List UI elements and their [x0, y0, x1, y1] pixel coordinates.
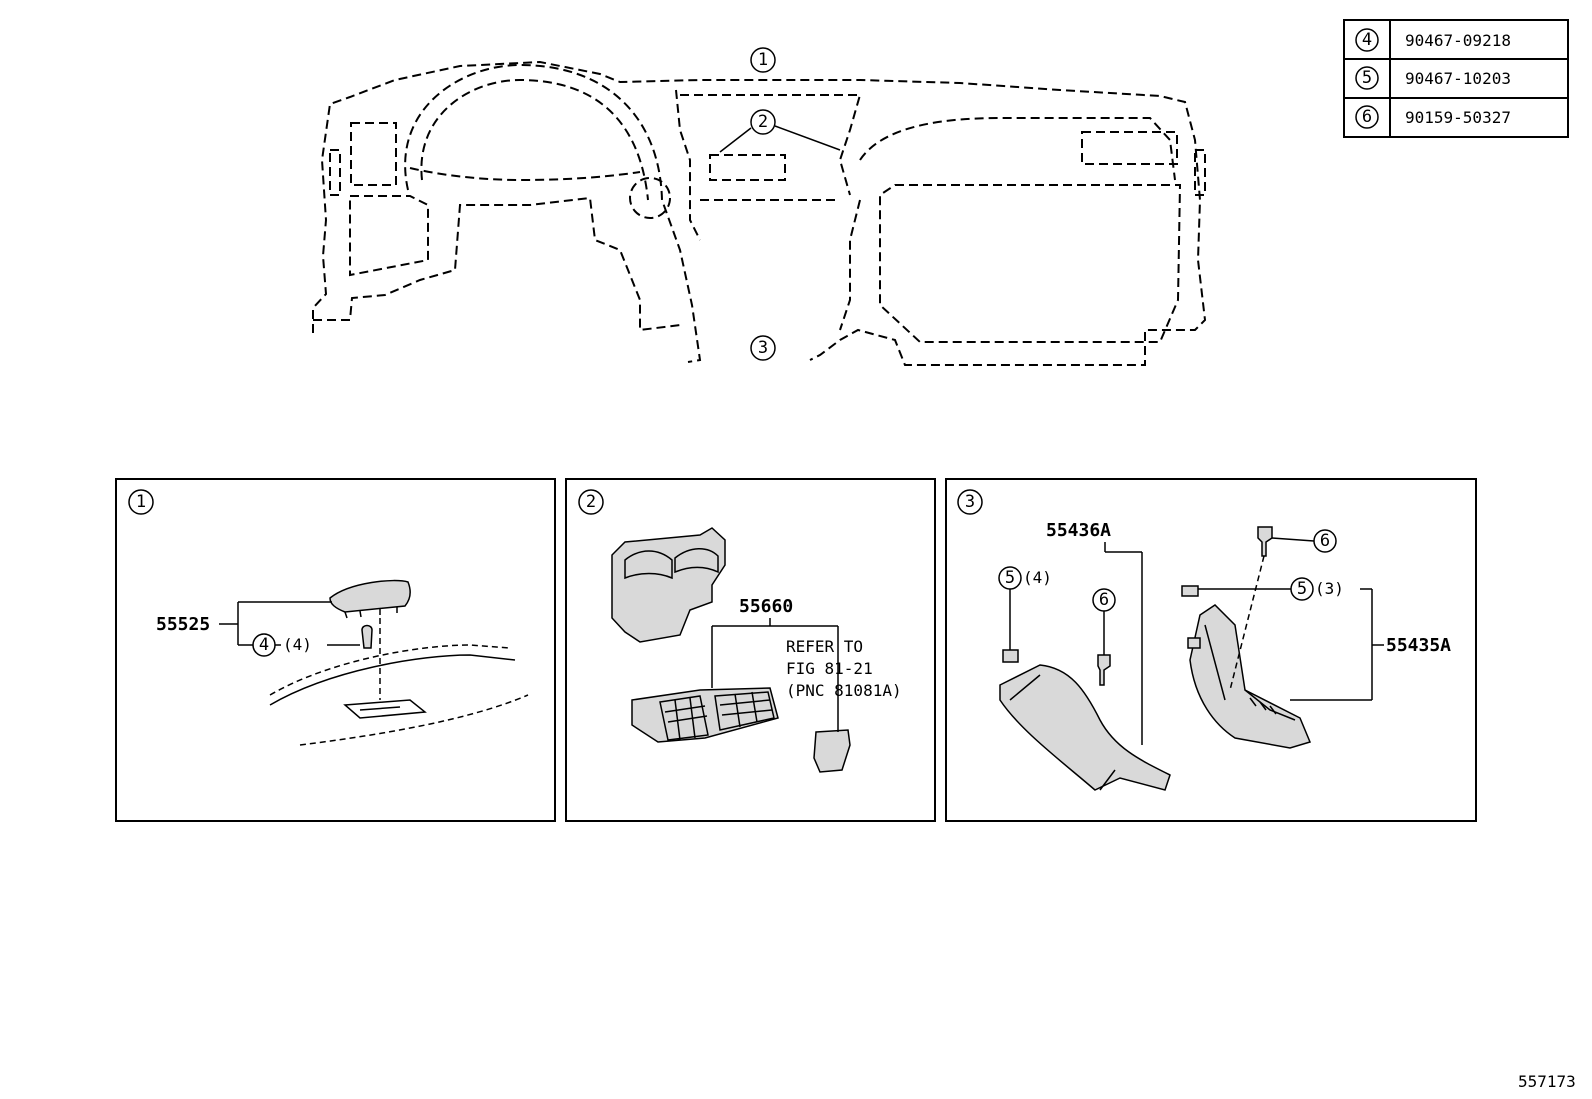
legend-ref-4: 4	[1362, 30, 1372, 50]
panel-2-label: 2	[586, 492, 596, 512]
panel-1-label: 1	[136, 492, 146, 512]
panel-2-note-line-3: (PNC 81081A)	[786, 681, 902, 700]
detail-panel-3: 3 55436A 5 (4) 6 6 5 (3) 5543	[945, 478, 1477, 822]
legend-ref-5: 5	[1362, 68, 1372, 88]
legend-part-5: 90467-10203	[1405, 69, 1511, 88]
fastener-legend-table: 4 90467-09218 5 90467-10203 6 90159-5032…	[1343, 19, 1569, 138]
legend-part-4: 90467-09218	[1405, 31, 1511, 50]
legend-ref-6: 6	[1362, 107, 1372, 127]
detail-panel-1: 1 55525 4 (4)	[115, 478, 556, 822]
panel-3-left-clip-ref: 5	[1005, 568, 1015, 588]
figure-number: 557173	[1518, 1072, 1576, 1091]
overview-callout-3: 3	[758, 338, 768, 358]
panel-3-label: 3	[965, 492, 975, 512]
panel-3-right-bolt-ref: 6	[1320, 531, 1330, 551]
panel-2-note-line-1: REFER TO	[786, 637, 863, 656]
panel-3-right-clip-qty: (3)	[1315, 579, 1344, 598]
panel-2-note-line-2: FIG 81-21	[786, 659, 873, 678]
part-number-55660: 55660	[739, 596, 793, 617]
legend-part-6: 90159-50327	[1405, 108, 1511, 127]
part-number-55435a: 55435A	[1386, 635, 1451, 656]
panel-1-fastener-ref: 4	[259, 635, 269, 655]
panel-3-left-clip-qty: (4)	[1023, 568, 1052, 587]
part-number-55436a: 55436A	[1046, 520, 1111, 541]
panel-3-right-clip-ref: 5	[1297, 579, 1307, 599]
part-number-55525: 55525	[156, 614, 210, 635]
dashboard-overview: 1 2 3	[312, 47, 1207, 366]
overview-callout-1: 1	[758, 50, 768, 70]
panel-3-left-bolt-ref: 6	[1099, 590, 1109, 610]
panel-1-fastener-qty: (4)	[283, 635, 312, 654]
overview-callout-2: 2	[758, 112, 768, 132]
detail-panel-2: 2 55660 REFER TO FIG 81-21 (PNC 81081A)	[565, 478, 936, 822]
